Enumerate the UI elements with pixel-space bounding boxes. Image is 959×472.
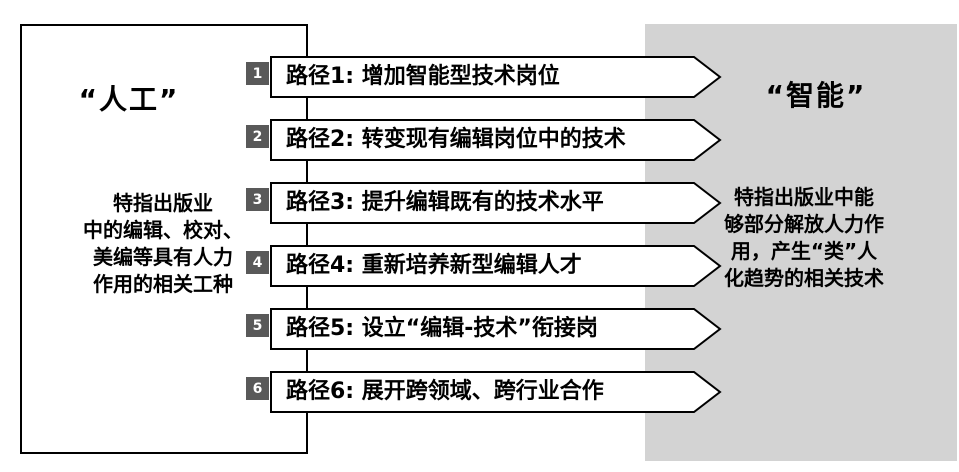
arrow-shape-icon [270, 182, 722, 224]
path-row-2: 2 路径2: 转变现有编辑岗位中的技术 [246, 119, 722, 161]
path-number-badge: 3 [246, 188, 269, 211]
path-row-6: 6 路径6: 展开跨领域、跨行业合作 [246, 371, 722, 413]
left-panel-description: 特指出版业 中的编辑、校对、 美编等具有人力 作用的相关工种 [83, 191, 243, 296]
arrow-shape-icon [270, 308, 722, 350]
left-panel-title: “人工” [78, 83, 180, 116]
right-panel-description: 特指出版业中能 够部分解放人力作 用，产生“类”人 化趋势的相关技术 [724, 185, 884, 290]
path-label: 路径2: 转变现有编辑岗位中的技术 [286, 127, 626, 152]
path-row-4: 4 路径4: 重新培养新型编辑人才 [246, 245, 722, 287]
path-row-1: 1 路径1: 增加智能型技术岗位 [246, 56, 722, 98]
path-row-5: 5 路径5: 设立“编辑-技术”衔接岗 [246, 308, 722, 350]
left-panel-manual: “人工” 特指出版业 中的编辑、校对、 美编等具有人力 作用的相关工种 [20, 24, 308, 454]
path-row-3: 3 路径3: 提升编辑既有的技术水平 [246, 182, 722, 224]
path-label: 路径1: 增加智能型技术岗位 [286, 64, 560, 89]
path-number-badge: 6 [246, 377, 269, 400]
path-label: 路径5: 设立“编辑-技术”衔接岗 [286, 316, 598, 341]
path-number-badge: 5 [246, 314, 269, 337]
path-number-badge: 1 [246, 62, 269, 85]
path-arrow: 路径2: 转变现有编辑岗位中的技术 [270, 119, 722, 161]
path-arrow: 路径6: 展开跨领域、跨行业合作 [270, 371, 722, 413]
arrow-shape-icon [270, 119, 722, 161]
arrow-shape-icon [270, 371, 722, 413]
path-label: 路径3: 提升编辑既有的技术水平 [286, 190, 604, 215]
path-arrow: 路径1: 增加智能型技术岗位 [270, 56, 722, 98]
path-list: 1 路径1: 增加智能型技术岗位 2 路径2: 转变现有编辑岗位中的技术 3 [246, 56, 722, 434]
path-arrow: 路径4: 重新培养新型编辑人才 [270, 245, 722, 287]
path-label: 路径6: 展开跨领域、跨行业合作 [286, 379, 604, 404]
path-number-badge: 4 [246, 251, 269, 274]
path-arrow: 路径3: 提升编辑既有的技术水平 [270, 182, 722, 224]
arrow-shape-icon [270, 245, 722, 287]
right-panel-title: “智能” [765, 79, 867, 112]
path-arrow: 路径5: 设立“编辑-技术”衔接岗 [270, 308, 722, 350]
path-label: 路径4: 重新培养新型编辑人才 [286, 253, 582, 278]
arrow-shape-icon [270, 56, 722, 98]
path-number-badge: 2 [246, 125, 269, 148]
